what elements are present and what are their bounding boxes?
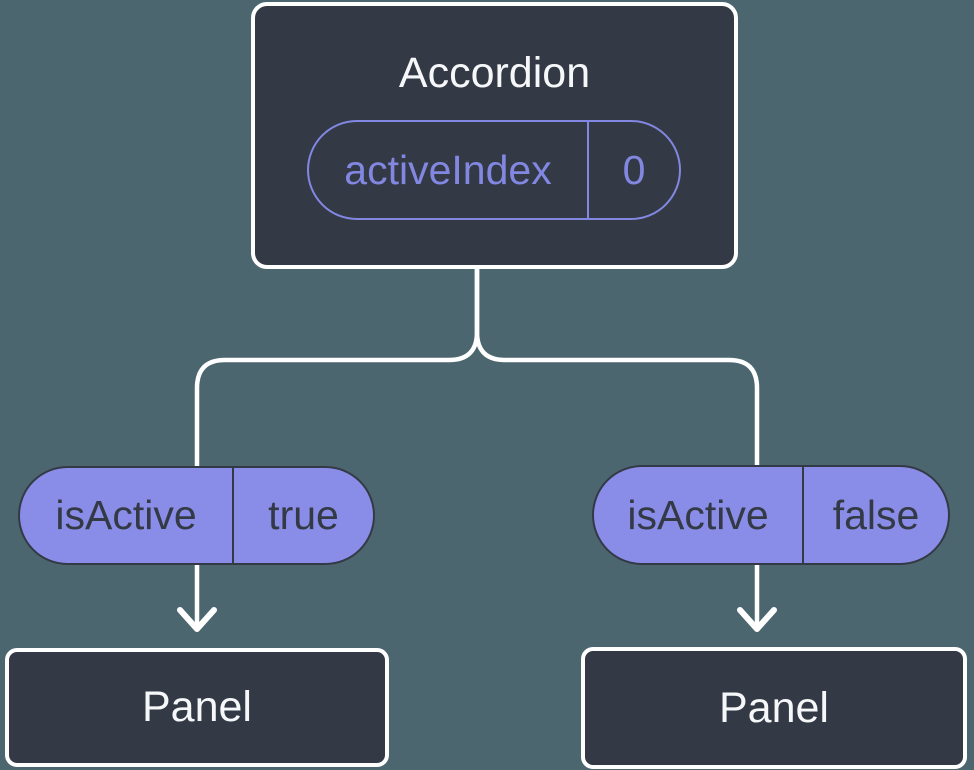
panel-node-title: Panel (719, 683, 829, 732)
accordion-node-title: Accordion (398, 49, 591, 97)
panel-node-right: Panel (581, 647, 967, 769)
state-pill-name: activeIndex (309, 122, 589, 218)
connector-left-branch (194, 263, 480, 629)
prop-pill-value: false (832, 491, 920, 538)
prop-pill-name: isActive (594, 467, 804, 563)
connector-right-branch (474, 263, 760, 629)
panel-node-title: Panel (142, 683, 252, 731)
arrowhead-down-right-icon (737, 607, 777, 632)
prop-pill-isactive-right: isActive false (592, 465, 950, 565)
accordion-node: Accordion activeIndex 0 (251, 2, 738, 269)
prop-pill-value: true (268, 492, 339, 538)
arrowhead-down-left-icon (177, 607, 217, 632)
prop-pill-isactive-left: isActive true (18, 466, 375, 565)
prop-pill-name: isActive (20, 468, 234, 563)
panel-node-left: Panel (5, 648, 389, 767)
state-pill-activeindex: activeIndex 0 (307, 120, 681, 220)
state-pill-value: 0 (622, 146, 646, 193)
